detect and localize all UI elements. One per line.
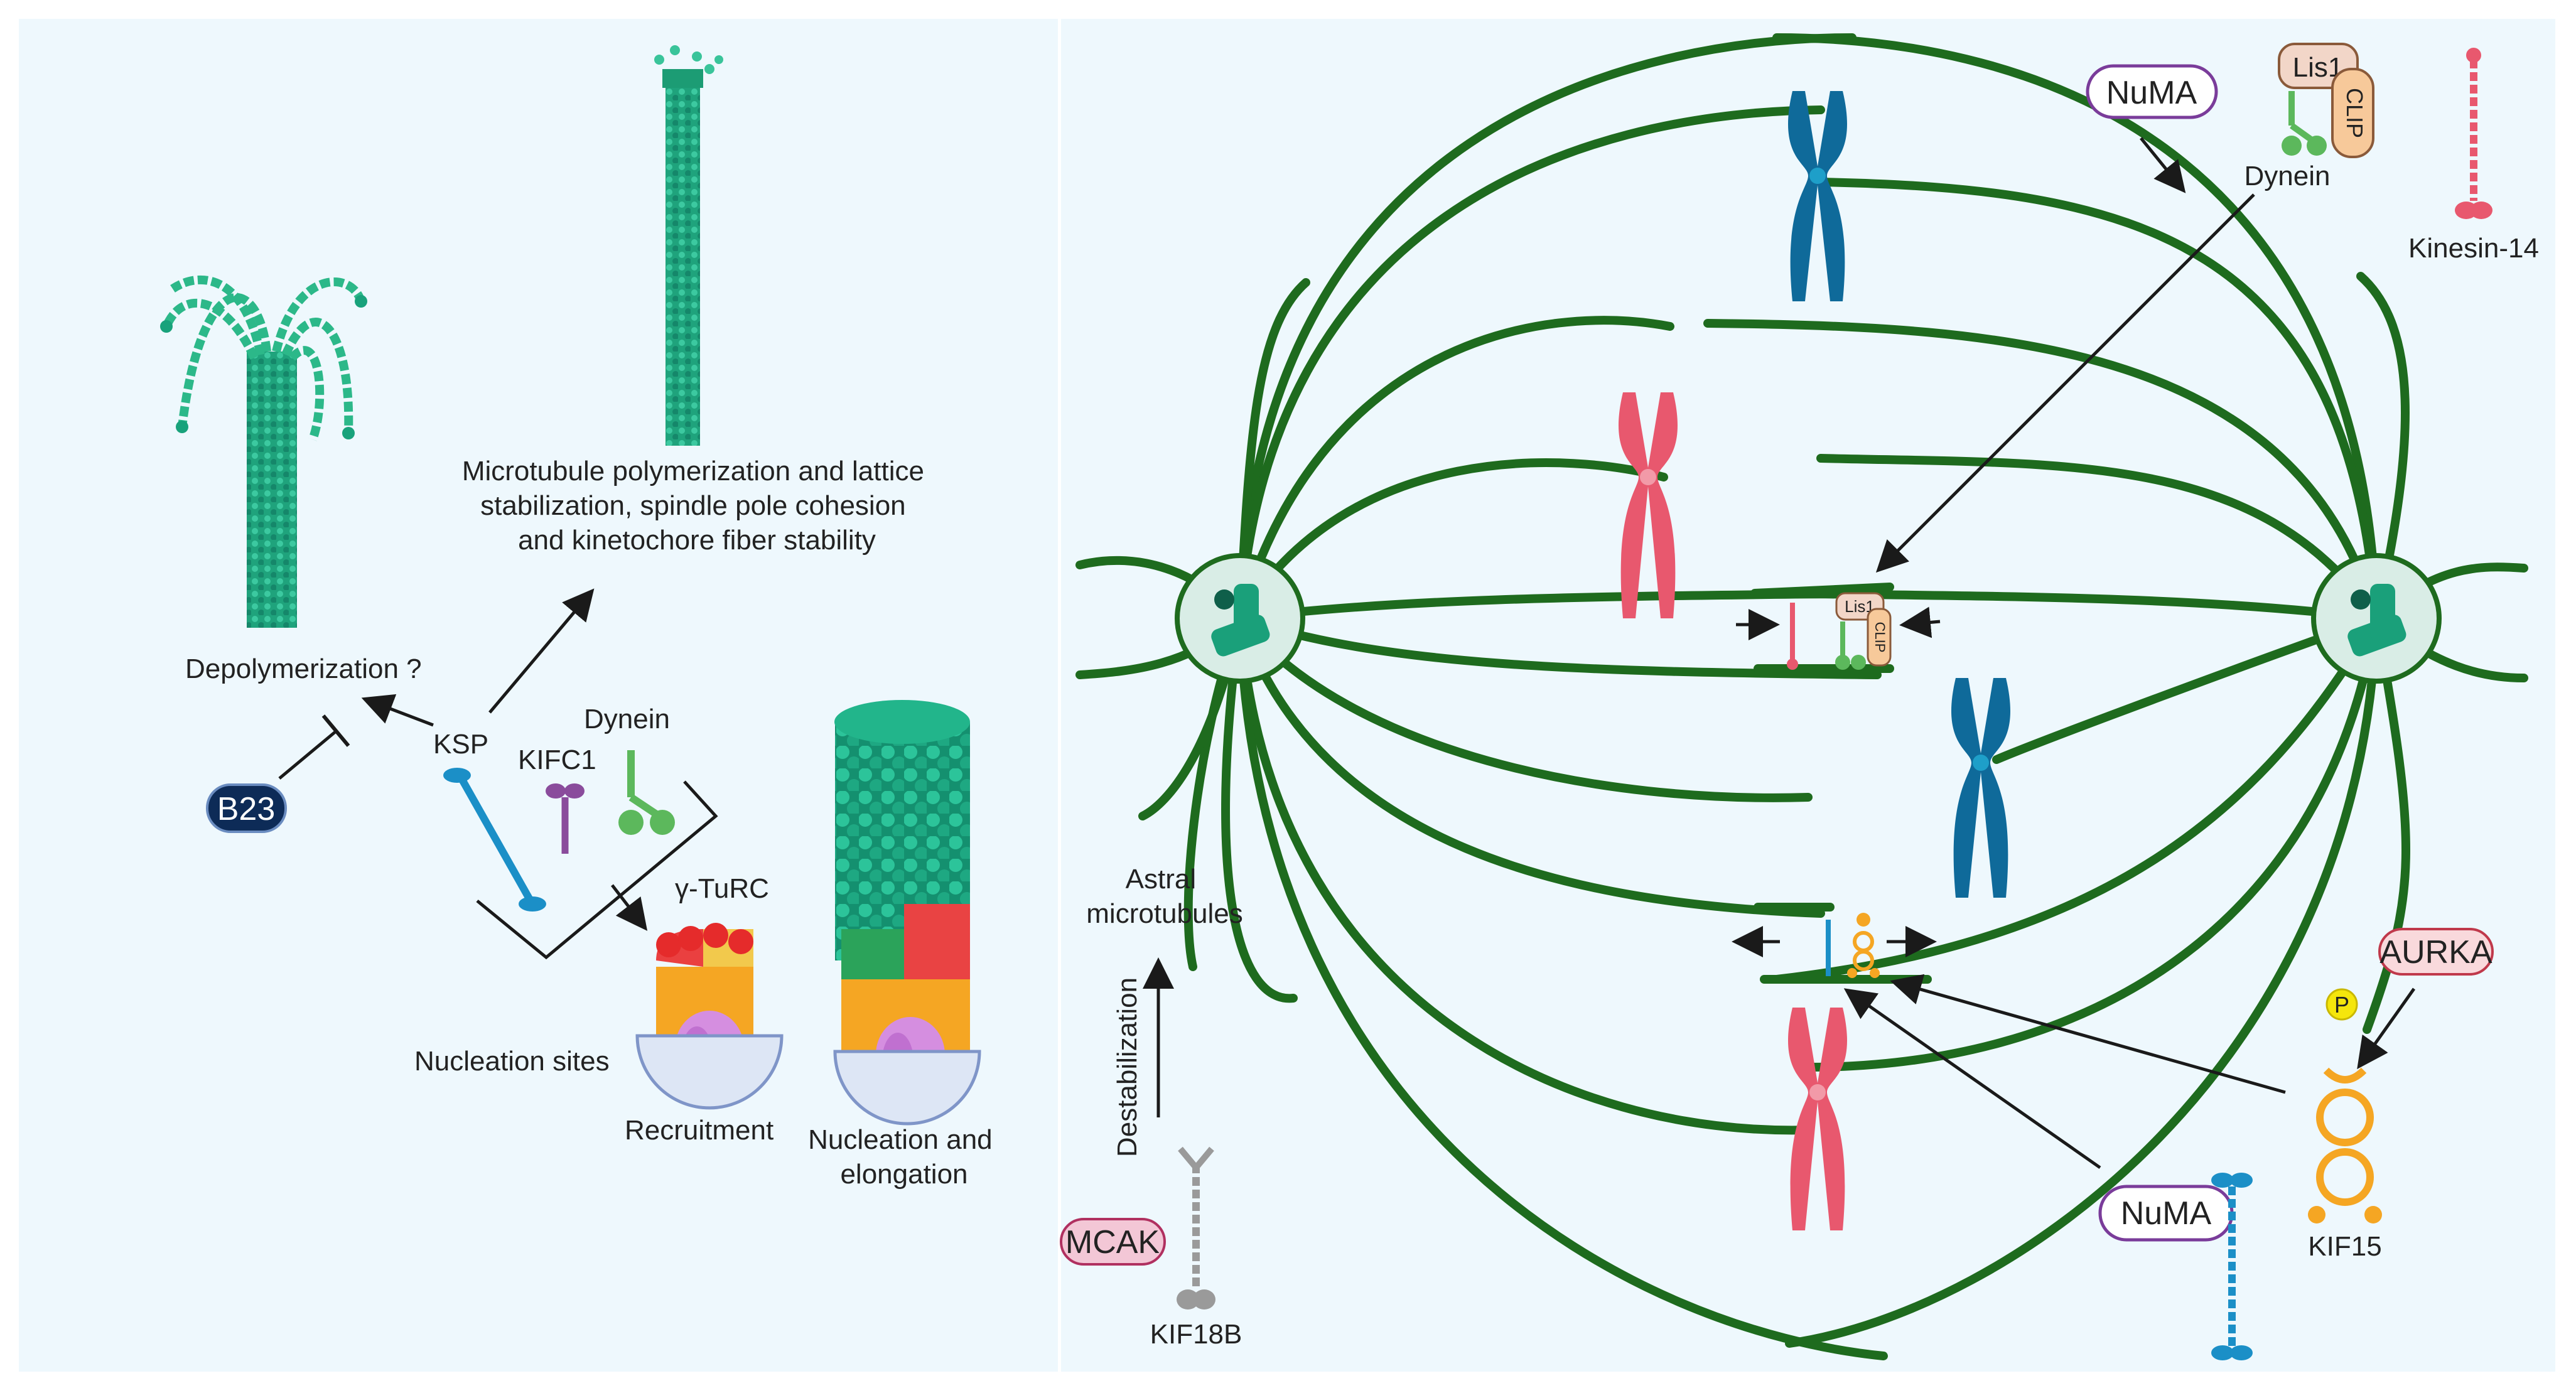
astral-label-line-1: Astral [1126,864,1196,895]
mcak-badge: MCAK [1060,1218,1166,1266]
polymerization-label: Microtubule polymerization and lattice s… [462,456,932,556]
nucleation-site-cup-left [635,1034,784,1110]
kif18b-motor-icon [1177,1146,1215,1310]
motor-bracket [476,780,718,960]
numa-badge-top: NuMA [2086,64,2218,119]
nucleation-site-cup-right [833,1050,981,1126]
numa-top-label: NuMA [2106,75,2197,111]
chromosome-blue-top-icon [1788,91,1847,301]
clip-label: CLIP [2342,88,2368,138]
nucleation-elongation-line-1: Nucleation and [808,1124,993,1155]
clip-small-label: CLIP [1872,622,1888,653]
dynein-label-left: Dynein [584,704,670,734]
astral-label-line-2: microtubules [1086,898,1242,929]
chromosome-pink-upper-icon [1619,392,1678,618]
aurka-to-kif15-arrow [2357,987,2416,1070]
numa-badge-bottom: NuMA [2098,1185,2234,1242]
nucleation-elongation-label: Nucleation and elongation [808,1124,1000,1190]
phosphate-badge: P [2325,988,2358,1021]
aurka-label: AURKA [2379,934,2492,971]
kif15-motor-icon [2308,1067,2382,1224]
left-centrosome-icon [1175,553,1305,684]
kinesin14-label: Kinesin-14 [2408,233,2539,264]
bracket-to-turc-arrow [611,884,648,931]
mcak-label: MCAK [1065,1224,1160,1261]
dynein-motor-icon-left [618,750,675,835]
numa-to-dynein-arrow [2140,137,2186,193]
depolymerization-label: Depolymerization ? [185,653,422,684]
clip-badge: CLIP [2331,68,2374,158]
chromosome-pink-lower-icon [1788,1008,1847,1230]
ksp-to-depolymerization-arrow [361,694,434,727]
recruitment-label: Recruitment [625,1115,773,1146]
dynein-motor-icon-right [2282,91,2327,156]
spindle-microtubules [1075,33,2528,1360]
aurka-badge: AURKA [2378,928,2494,976]
numa-bottom-label: NuMA [2121,1195,2212,1232]
central-motors-upper: Lis1 CLIP [1787,592,1892,670]
left-panel-background [19,19,1058,1372]
central-motors-lower [1826,913,1880,978]
kinesin14-motor-icon [2455,48,2492,219]
kif15-label: KIF15 [2308,1231,2381,1262]
polymerization-label-line-1: Microtubule polymerization and lattice [462,456,924,487]
depolymerizing-microtubule-icon [160,275,367,628]
kifc1-motor-icon [546,783,585,854]
nucleation-elongation-line-2: elongation [840,1159,967,1190]
kif15-to-center-arrow [1890,974,2286,1094]
astral-label: Astral microtubules [1086,864,1242,929]
b23-badge: B23 [206,783,287,833]
p-label: P [2334,992,2349,1018]
chromosome-blue-middle-icon [1951,678,2010,898]
kif18b-label: KIF18B [1150,1319,1242,1350]
polymerization-label-line-2: stabilization, spindle pole cohesion [480,490,906,521]
polymerizing-microtubule-icon [654,45,723,446]
elongated-microtubule-icon [834,700,970,1092]
destabilization-label: Destabilization [1112,977,1143,1157]
dynein-label-right: Dynein [2245,161,2331,191]
ksp-to-polymerization-arrow [488,588,595,714]
polymerization-label-line-3: and kinetochore fiber stability [518,525,876,556]
ksp-label: KSP [433,729,488,760]
gamma-turc-label: γ-TuRC [675,873,769,904]
b23-inhibition-line [278,714,350,780]
b23-label: B23 [217,791,276,827]
kifc1-label: KIFC1 [518,745,596,775]
central-overlap-mt-upper [1750,583,1894,598]
numa-bottom-to-center-arrow [1843,988,2101,1170]
dynein-to-center-arrow [1875,193,2255,573]
ksp-motor-icon-bottom [2211,1173,2253,1360]
nucleation-sites-label: Nucleation sites [414,1046,610,1077]
ksp-motor-icon [443,768,546,912]
push-arrow-right-upper [1899,606,1941,638]
right-centrosome-icon [2311,553,2442,684]
